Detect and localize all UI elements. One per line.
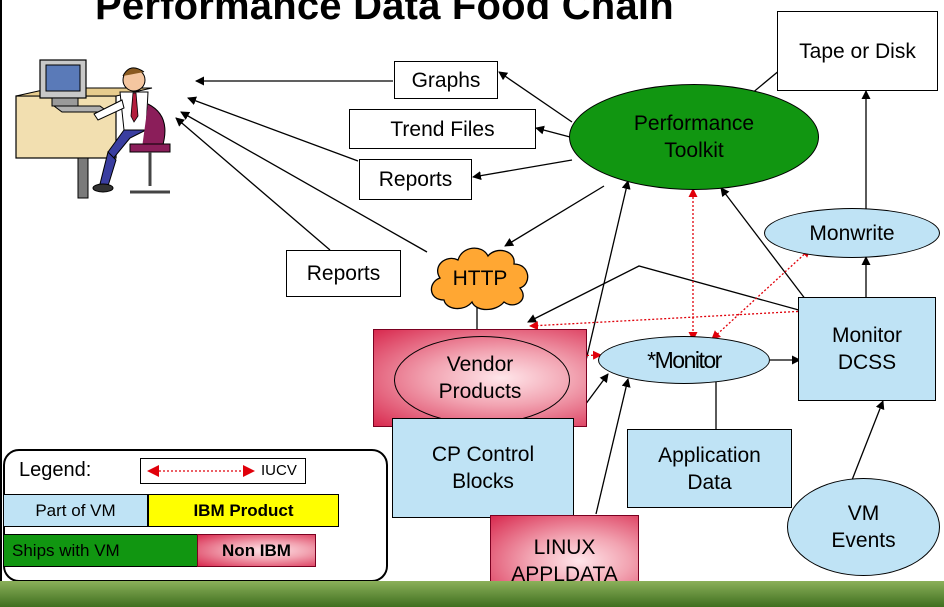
legend-ships-with-vm: Ships with VM bbox=[3, 534, 203, 567]
trend-files-box: Trend Files bbox=[349, 109, 536, 149]
vendor-products-box: Vendor Products bbox=[373, 329, 587, 427]
ibm-product-label: IBM Product bbox=[193, 500, 294, 520]
iucv-dcss-vendor bbox=[529, 310, 807, 331]
iucv-label: IUCV bbox=[261, 462, 297, 479]
tape-or-disk-label: Tape or Disk bbox=[799, 39, 916, 63]
arrow-http-to-user bbox=[180, 111, 428, 253]
http-node: HTTP bbox=[424, 258, 536, 298]
arrow-toolkit-to-trend bbox=[535, 125, 571, 138]
slide-title: Performance Data Food Chain bbox=[95, 0, 674, 28]
arrow-events-to-dcss bbox=[851, 400, 885, 481]
cloud-icon bbox=[430, 247, 529, 311]
trend-files-label: Trend Files bbox=[390, 117, 495, 141]
arrow-reports-to-user bbox=[187, 96, 359, 162]
monitor-ellipse: *Monitor bbox=[598, 336, 770, 384]
performance-toolkit-label: Performance Toolkit bbox=[633, 112, 755, 162]
arrow-linux-to-monitor bbox=[595, 378, 631, 515]
iucv-arrow-icon bbox=[147, 465, 255, 477]
monitor-dcss-box: Monitor DCSS bbox=[798, 297, 936, 401]
arrow-toolkit-to-reports bbox=[472, 159, 573, 181]
bottom-bar bbox=[0, 581, 944, 607]
http-label: HTTP bbox=[452, 266, 508, 290]
reports-left-box: Reports bbox=[286, 250, 401, 297]
arrow-reports-left-to-user bbox=[175, 117, 331, 251]
linux-appldata-label: LINUX APPLDATA bbox=[511, 536, 618, 586]
cp-control-blocks-box: CP Control Blocks bbox=[392, 418, 574, 518]
legend-title: Legend: bbox=[19, 459, 92, 481]
monitor-dcss-label: Monitor DCSS bbox=[831, 324, 903, 374]
non-ibm-label: Non IBM bbox=[222, 540, 291, 560]
legend-panel: Legend: IUCV Part of VM IBM Product Ship… bbox=[3, 449, 388, 582]
iucv-monwrite-monitor bbox=[711, 248, 811, 340]
legend-part-of-vm: Part of VM bbox=[3, 494, 148, 527]
cp-control-blocks-label: CP Control Blocks bbox=[431, 443, 535, 493]
monwrite-label: Monwrite bbox=[809, 221, 895, 245]
reports-top-box: Reports bbox=[359, 159, 472, 200]
graphs-box: Graphs bbox=[394, 61, 498, 99]
graphs-label: Graphs bbox=[411, 68, 481, 92]
iucv-sample: IUCV bbox=[140, 458, 306, 484]
application-data-label: Application Data bbox=[658, 443, 761, 494]
reports-left-label: Reports bbox=[306, 262, 381, 285]
performance-toolkit-ellipse: Performance Toolkit bbox=[569, 84, 819, 190]
vendor-products-label: Vendor Products bbox=[438, 353, 522, 403]
monitor-label: *Monitor bbox=[647, 346, 722, 373]
reports-top-label: Reports bbox=[378, 168, 453, 191]
tape-or-disk-box: Tape or Disk bbox=[777, 11, 938, 91]
application-data-box: Application Data bbox=[627, 429, 792, 508]
part-of-vm-label: Part of VM bbox=[35, 500, 116, 520]
vm-events-ellipse: VM Events bbox=[787, 478, 940, 576]
arrow-toolkit-to-http bbox=[504, 185, 605, 247]
vm-events-label: VM Events bbox=[831, 502, 896, 552]
person-at-computer-icon bbox=[15, 59, 171, 199]
legend-non-ibm: Non IBM bbox=[197, 534, 316, 567]
ships-with-vm-label: Ships with VM bbox=[12, 540, 120, 560]
monwrite-ellipse: Monwrite bbox=[764, 208, 940, 258]
legend-ibm-product: IBM Product bbox=[148, 494, 339, 527]
arrow-toolkit-to-graphs bbox=[498, 71, 573, 123]
